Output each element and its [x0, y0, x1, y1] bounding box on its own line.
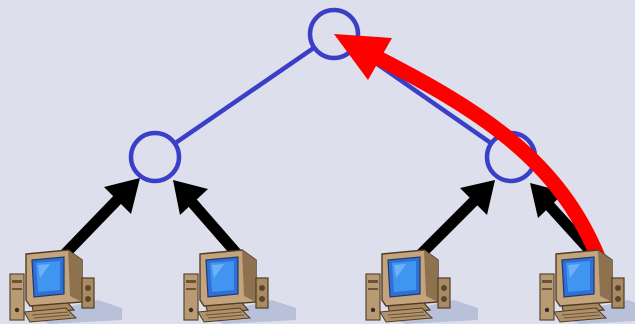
highlight-arrow-pc4-to-root — [334, 34, 607, 265]
desktop-computer-icon — [539, 249, 635, 324]
arrow-pc2-to-left — [173, 180, 243, 259]
desktop-computer-icon — [183, 249, 297, 324]
computers — [9, 249, 635, 324]
edge-root-left — [153, 32, 336, 159]
arrow-pc1-to-left — [60, 178, 140, 259]
tree-nodes — [128, 7, 538, 184]
upload-arrows — [60, 178, 599, 259]
desktop-computer-icon — [365, 249, 479, 324]
tree-node-left — [128, 130, 182, 184]
arrow-pc3-to-right — [416, 180, 495, 259]
desktop-computer-icon — [9, 249, 123, 324]
